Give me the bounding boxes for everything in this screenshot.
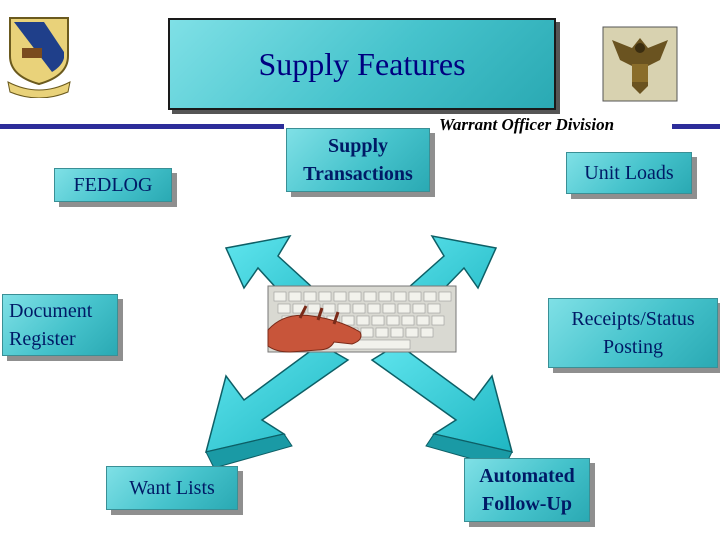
keyboard-photo (267, 285, 457, 353)
want-lists-box: Want Lists (106, 466, 238, 510)
divider-right (672, 124, 720, 129)
arrow-lower-right (370, 343, 514, 454)
automated-followup-label: Automated Follow-Up (479, 465, 575, 515)
page-title-box: Supply Features (168, 18, 556, 110)
supply-transactions-label: Supply Transactions (303, 135, 413, 185)
unit-loads-box: Unit Loads (566, 152, 692, 194)
receipts-status-label: Receipts/Status Posting (571, 308, 695, 358)
document-register-box: Document Register (2, 294, 118, 356)
page-title: Supply Features (258, 45, 466, 82)
divider-left (0, 124, 284, 129)
document-register-label: Document Register (9, 300, 93, 350)
fedlog-box: FEDLOG (54, 168, 172, 202)
arrow-lower-left (204, 343, 350, 454)
division-label: Warrant Officer Division (436, 115, 618, 135)
unit-crest-logo (6, 12, 72, 98)
fedlog-label: FEDLOG (73, 174, 153, 196)
want-lists-label: Want Lists (129, 477, 215, 499)
eagle-insignia-logo (602, 26, 678, 102)
supply-transactions-box: Supply Transactions (286, 128, 430, 192)
unit-loads-label: Unit Loads (584, 162, 674, 184)
receipts-status-box: Receipts/Status Posting (548, 298, 718, 368)
automated-followup-box: Automated Follow-Up (464, 458, 590, 522)
